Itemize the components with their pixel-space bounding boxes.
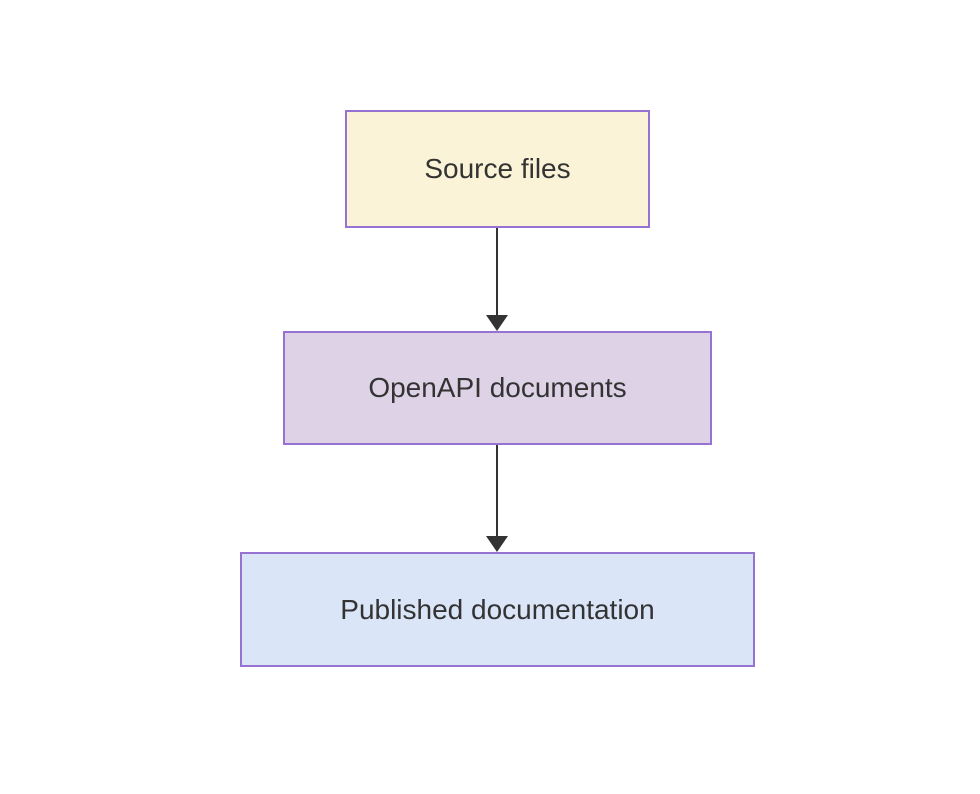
node-published-documentation-label: Published documentation (340, 593, 655, 625)
node-published-documentation: Published documentation (240, 552, 755, 667)
edge-openapi-to-published-arrowhead-icon (486, 536, 508, 552)
node-openapi-documents-label: OpenAPI documents (368, 372, 627, 404)
edge-openapi-to-published-line (496, 445, 498, 536)
edge-source-to-openapi-line (496, 228, 498, 316)
node-openapi-documents: OpenAPI documents (283, 331, 712, 445)
edge-source-to-openapi-arrowhead-icon (486, 315, 508, 331)
node-source-files: Source files (345, 110, 650, 228)
node-source-files-label: Source files (424, 153, 571, 185)
